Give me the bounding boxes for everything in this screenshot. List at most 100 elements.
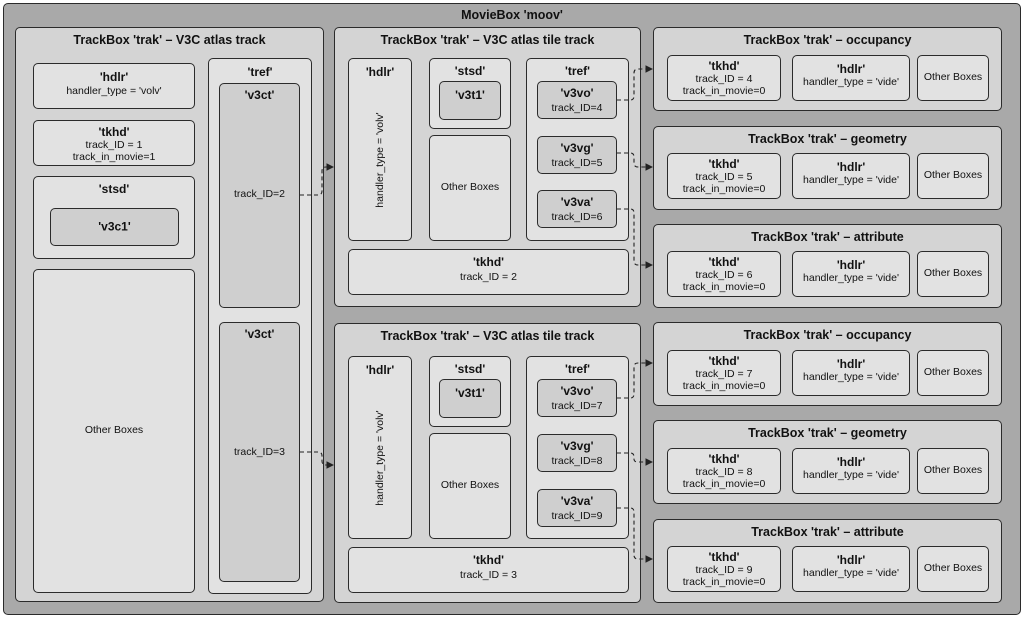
tile-1-v3va-name: 'v3va': [560, 195, 594, 209]
tile-track-1-title: TrackBox 'trak' – V3C atlas tile track: [380, 33, 595, 47]
tile-2-v3va-track-id: track_ID=9: [551, 510, 603, 522]
video-track-5-other: Other Boxes: [917, 448, 989, 494]
tile-2-stsd-name: 'stsd': [454, 362, 486, 376]
tile-1-v3t1-name: 'v3t1': [455, 88, 485, 102]
video-track-6-hdlr-name: 'hdlr': [836, 553, 866, 567]
moviebox-title: MovieBox 'moov': [461, 8, 563, 22]
atlas-v3c1-box: 'v3c1': [50, 208, 179, 246]
video-track-2-track-id: track_ID = 5: [695, 171, 753, 183]
video-track-2-title: TrackBox 'trak' – geometry: [748, 132, 907, 146]
tile-1-hdlr-box: 'hdlr' handler_type = 'volv': [348, 58, 412, 241]
video-track-4-tkhd: 'tkhd' track_ID = 7 track_in_movie=0: [667, 350, 781, 396]
tile-1-v3t1-box: 'v3t1': [439, 81, 501, 120]
atlas-v3ct-1-box: 'v3ct' track_ID=2: [219, 83, 300, 308]
atlas-hdlr-type: handler_type = 'volv': [66, 85, 162, 97]
atlas-other-boxes-label: Other Boxes: [84, 424, 144, 437]
atlas-v3ct-2-name: 'v3ct': [244, 327, 275, 341]
tile-1-stsd-name: 'stsd': [454, 64, 486, 78]
video-track-4-title: TrackBox 'trak' – occupancy: [743, 328, 912, 342]
video-track-4-track-id: track_ID = 7: [695, 368, 753, 380]
video-track-4-hdlr: 'hdlr' handler_type = 'vide': [792, 350, 910, 396]
atlas-tkhd-track-id: track_ID = 1: [85, 139, 143, 151]
tile-2-hdlr-name: 'hdlr': [365, 363, 395, 377]
video-track-1-hdlr-name: 'hdlr': [836, 62, 866, 76]
tile-1-v3vo-track-id: track_ID=4: [551, 102, 603, 114]
tile-2-tkhd-name: 'tkhd': [472, 553, 505, 567]
video-track-2-in-movie: track_in_movie=0: [682, 183, 766, 195]
video-track-6-tkhd-name: 'tkhd': [708, 550, 740, 564]
atlas-v3c1-name: 'v3c1': [98, 219, 131, 234]
video-track-3-hdlr-type: handler_type = 'vide': [803, 272, 899, 284]
video-track-3-hdlr-name: 'hdlr': [836, 258, 866, 272]
tile-2-v3vo-name: 'v3vo': [560, 384, 594, 398]
video-track-4-hdlr-name: 'hdlr': [836, 357, 866, 371]
video-track-4-other-label: Other Boxes: [923, 366, 983, 379]
tile-2-other-boxes-label: Other Boxes: [440, 479, 500, 492]
atlas-v3ct-2-track-id: track_ID=3: [233, 446, 286, 458]
video-track-3-title: TrackBox 'trak' – attribute: [751, 230, 904, 244]
tile-1-v3vo-name: 'v3vo': [560, 86, 594, 100]
tile-1-hdlr-type: handler_type = 'volv': [374, 111, 386, 208]
tile-1-tkhd-box: 'tkhd' track_ID = 2: [348, 249, 629, 295]
tile-1-v3vg-box: 'v3vg' track_ID=5: [537, 136, 617, 174]
atlas-track-title: TrackBox 'trak' – V3C atlas track: [73, 33, 266, 47]
video-track-6-in-movie: track_in_movie=0: [682, 576, 766, 588]
video-track-2-other-label: Other Boxes: [923, 169, 983, 182]
video-track-5-hdlr-name: 'hdlr': [836, 455, 866, 469]
video-track-6-hdlr: 'hdlr' handler_type = 'vide': [792, 546, 910, 592]
tile-1-tref-name: 'tref': [564, 64, 591, 78]
tile-2-v3vo-box: 'v3vo' track_ID=7: [537, 379, 617, 417]
atlas-hdlr-name: 'hdlr': [99, 70, 129, 84]
video-track-4-in-movie: track_in_movie=0: [682, 380, 766, 392]
video-track-2-hdlr: 'hdlr' handler_type = 'vide': [792, 153, 910, 199]
atlas-tkhd-name: 'tkhd': [98, 125, 130, 139]
atlas-other-boxes: Other Boxes: [33, 269, 195, 593]
video-track-6-tkhd: 'tkhd' track_ID = 9 track_in_movie=0: [667, 546, 781, 592]
video-track-2-other: Other Boxes: [917, 153, 989, 199]
video-track-1-in-movie: track_in_movie=0: [682, 85, 766, 97]
tile-1-other-boxes-label: Other Boxes: [440, 181, 500, 194]
video-track-1-hdlr: 'hdlr' handler_type = 'vide': [792, 55, 910, 101]
tile-2-tkhd-box: 'tkhd' track_ID = 3: [348, 547, 629, 593]
atlas-stsd-name: 'stsd': [98, 182, 130, 196]
video-track-5-tkhd: 'tkhd' track_ID = 8 track_in_movie=0: [667, 448, 781, 494]
tile-1-v3va-track-id: track_ID=6: [551, 211, 603, 223]
tile-2-v3vg-track-id: track_ID=8: [551, 455, 603, 467]
video-track-3-tkhd-name: 'tkhd': [708, 255, 740, 269]
atlas-v3ct-2-box: 'v3ct' track_ID=3: [219, 322, 300, 582]
video-track-3-track-id: track_ID = 6: [695, 269, 753, 281]
atlas-hdlr-box: 'hdlr' handler_type = 'volv': [33, 63, 195, 109]
video-track-1-tkhd: 'tkhd' track_ID = 4 track_in_movie=0: [667, 55, 781, 101]
video-track-5-title: TrackBox 'trak' – geometry: [748, 426, 907, 440]
video-track-4-hdlr-type: handler_type = 'vide': [803, 371, 899, 383]
tile-2-v3t1-name: 'v3t1': [455, 386, 485, 400]
video-track-5-hdlr: 'hdlr' handler_type = 'vide': [792, 448, 910, 494]
tile-1-v3vg-name: 'v3vg': [560, 141, 594, 155]
video-track-4-other: Other Boxes: [917, 350, 989, 396]
tile-2-tref-name: 'tref': [564, 362, 591, 376]
atlas-tkhd-in-movie: track_in_movie=1: [72, 151, 156, 163]
video-track-2-hdlr-name: 'hdlr': [836, 160, 866, 174]
tile-1-tkhd-name: 'tkhd': [472, 255, 505, 269]
video-track-6-other-label: Other Boxes: [923, 562, 983, 575]
tile-2-v3vg-box: 'v3vg' track_ID=8: [537, 434, 617, 472]
tile-2-hdlr-type: handler_type = 'volv': [374, 409, 386, 506]
video-track-5-hdlr-type: handler_type = 'vide': [803, 469, 899, 481]
video-track-6-title: TrackBox 'trak' – attribute: [751, 525, 904, 539]
video-track-1-tkhd-name: 'tkhd': [708, 59, 740, 73]
atlas-v3ct-1-track-id: track_ID=2: [233, 188, 286, 200]
video-track-2-tkhd: 'tkhd' track_ID = 5 track_in_movie=0: [667, 153, 781, 199]
tile-2-v3va-box: 'v3va' track_ID=9: [537, 489, 617, 527]
video-track-3-other: Other Boxes: [917, 251, 989, 297]
tile-2-other-boxes: Other Boxes: [429, 433, 511, 539]
atlas-tref-name: 'tref': [247, 65, 273, 79]
tile-2-v3t1-box: 'v3t1': [439, 379, 501, 418]
tile-1-hdlr-name: 'hdlr': [365, 65, 395, 79]
tile-1-other-boxes: Other Boxes: [429, 135, 511, 241]
video-track-1-other: Other Boxes: [917, 55, 989, 101]
video-track-1-title: TrackBox 'trak' – occupancy: [743, 33, 912, 47]
video-track-2-tkhd-name: 'tkhd': [708, 157, 740, 171]
video-track-5-in-movie: track_in_movie=0: [682, 478, 766, 490]
video-track-1-track-id: track_ID = 4: [695, 73, 753, 85]
video-track-6-track-id: track_ID = 9: [695, 564, 753, 576]
